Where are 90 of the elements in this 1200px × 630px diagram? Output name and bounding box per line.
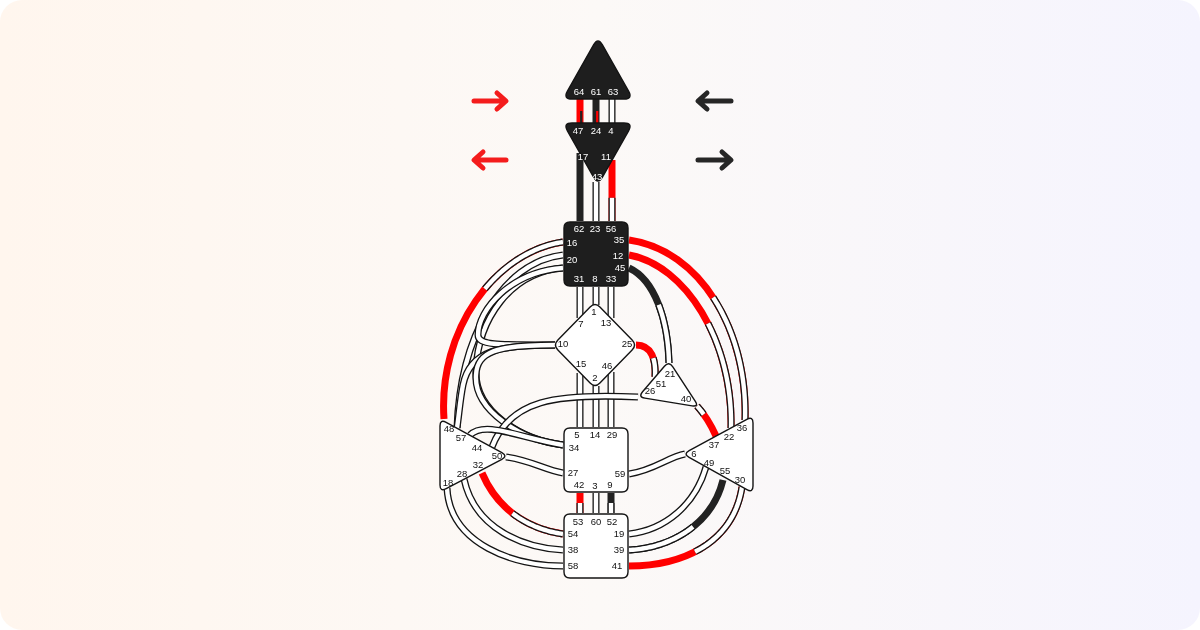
gate-number: 62 — [573, 224, 585, 234]
center-square — [563, 221, 629, 287]
channel-line — [608, 99, 616, 123]
gate-number: 41 — [611, 561, 623, 571]
center-diamond — [552, 301, 638, 389]
gate-number: 56 — [605, 224, 617, 234]
gate-number: 34 — [568, 443, 580, 453]
gate-number: 51 — [655, 379, 667, 389]
gate-number: 44 — [471, 443, 483, 453]
gate-number: 24 — [590, 126, 602, 136]
gate-number: 38 — [567, 545, 579, 555]
gate-number: 1 — [591, 307, 597, 317]
gate-number: 40 — [680, 394, 692, 404]
channel-line — [576, 287, 584, 318]
gate-number: 35 — [613, 235, 625, 245]
gate-number: 11 — [601, 152, 611, 162]
gate-number: 48 — [443, 424, 455, 434]
gate-number: 57 — [455, 433, 467, 443]
channel-line — [607, 372, 615, 427]
gate-number: 45 — [614, 263, 626, 273]
gate-number: 53 — [572, 517, 584, 527]
gate-number: 27 — [567, 468, 579, 478]
gate-number: 39 — [613, 545, 625, 555]
gate-number: 16 — [566, 238, 578, 248]
gate-number: 58 — [567, 561, 579, 571]
gate-number: 9 — [607, 480, 613, 490]
gate-number: 55 — [719, 466, 731, 476]
channel-line — [592, 99, 600, 123]
channel-line — [607, 287, 615, 318]
gate-number: 10 — [557, 339, 569, 349]
channel-line — [460, 478, 564, 554]
gate-number: 20 — [566, 255, 578, 265]
channel-line — [576, 99, 584, 123]
gate-number: 52 — [606, 517, 618, 527]
gate-number: 31 — [573, 274, 585, 284]
gate-number: 3 — [592, 481, 598, 491]
gate-number: 2 — [592, 373, 598, 383]
gate-number: 12 — [612, 251, 624, 261]
channel-line — [628, 465, 710, 538]
channel-line — [467, 425, 564, 449]
gate-number: 42 — [573, 480, 585, 490]
gate-number: 29 — [606, 430, 618, 440]
center-square — [563, 427, 629, 493]
gate-number: 22 — [723, 432, 735, 442]
gate-number: 54 — [567, 529, 579, 539]
center-square — [563, 513, 629, 579]
gate-number: 61 — [590, 87, 602, 97]
channel-line — [505, 453, 564, 477]
channel-line — [576, 373, 584, 427]
gate-number: 17 — [577, 152, 589, 162]
gate-number: 5 — [574, 430, 580, 440]
gate-number: 6 — [691, 449, 697, 459]
channel-line — [474, 264, 564, 349]
gate-number: 18 — [442, 478, 454, 488]
gate-number: 23 — [589, 224, 601, 234]
gate-number: 36 — [736, 423, 748, 433]
gate-number: 13 — [600, 318, 612, 328]
gate-number: 4 — [608, 126, 614, 136]
channel-line — [592, 182, 600, 221]
gate-number: 43 — [591, 172, 603, 182]
channel-line — [628, 251, 735, 430]
gate-number: 19 — [613, 529, 625, 539]
gate-number: 64 — [573, 87, 585, 97]
channel-line — [628, 450, 686, 478]
gate-number: 37 — [708, 440, 720, 450]
gate-number: 26 — [644, 386, 656, 396]
gate-number: 8 — [592, 274, 598, 284]
gate-number: 32 — [472, 460, 484, 470]
gate-number: 30 — [734, 475, 746, 485]
channel-line — [443, 487, 564, 570]
channel-line — [635, 341, 659, 379]
channel-line — [592, 493, 600, 513]
channel-line — [628, 236, 749, 422]
gate-number: 47 — [572, 126, 584, 136]
channel-line — [576, 153, 584, 221]
gate-number: 33 — [605, 274, 617, 284]
gate-number: 21 — [664, 369, 676, 379]
gate-number: 28 — [456, 469, 468, 479]
gate-number: 59 — [614, 469, 626, 479]
channel-line — [592, 386, 600, 427]
gate-number: 14 — [589, 430, 601, 440]
channel-line — [488, 392, 639, 449]
gate-number: 15 — [575, 359, 587, 369]
gate-number: 49 — [703, 458, 715, 468]
gate-number: 63 — [607, 87, 619, 97]
gate-number: 50 — [491, 451, 503, 461]
gate-number: 46 — [601, 361, 613, 371]
gate-number: 7 — [578, 319, 584, 329]
gate-number: 60 — [590, 517, 602, 527]
gate-number: 25 — [621, 339, 633, 349]
